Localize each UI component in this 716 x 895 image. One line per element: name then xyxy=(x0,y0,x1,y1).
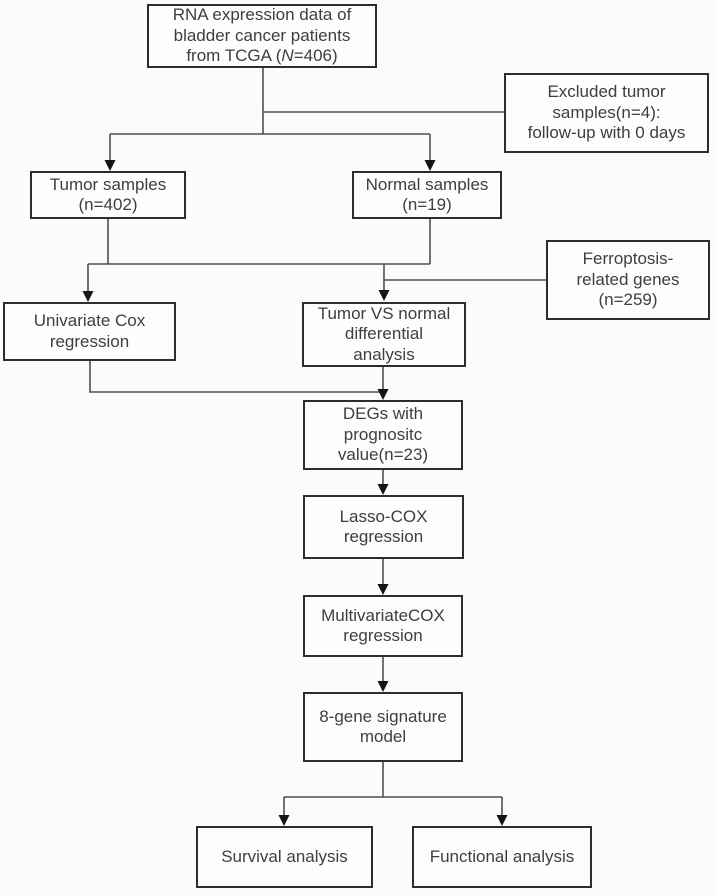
arrowhead-icon xyxy=(378,290,390,301)
node-label: Tumor samples (n=402) xyxy=(49,174,167,214)
arrowhead-icon xyxy=(377,484,389,495)
arrowhead-icon xyxy=(424,160,436,171)
node-tumor-vs-normal: Tumor VS normal differential analysis xyxy=(302,302,466,367)
node-label: Tumor VS normal differential analysis xyxy=(317,303,451,364)
node-label-text: RNA expression data of bladder cancer pa… xyxy=(172,5,352,66)
arrowhead-icon xyxy=(278,815,290,826)
node-label: Excluded tumor samples(n=4): follow-up w… xyxy=(527,82,686,143)
arrowhead-icon xyxy=(377,584,389,595)
arrowhead-icon xyxy=(82,291,94,302)
arrowhead-icon xyxy=(377,389,389,400)
node-gene-signature-model: 8-gene signature model xyxy=(303,692,463,762)
node-normal-samples: Normal samples (n=19) xyxy=(352,171,502,219)
node-lasso-cox: Lasso-COX regression xyxy=(303,495,464,559)
arrowhead-icon xyxy=(496,815,508,826)
node-label: Functional analysis xyxy=(429,846,575,866)
node-ferroptosis-genes: Ferroptosis- related genes (n=259) xyxy=(546,240,710,320)
node-tcga-rna-data: RNA expression data of bladder cancer pa… xyxy=(147,4,377,68)
node-functional-analysis: Functional analysis xyxy=(412,826,592,888)
node-label: Lasso-COX regression xyxy=(339,506,428,546)
node-label: Survival analysis xyxy=(221,846,348,866)
node-label: DEGs with prognositc value(n=23) xyxy=(337,404,429,465)
arrowhead-icon xyxy=(104,160,116,171)
node-label: RNA expression data of bladder cancer pa… xyxy=(173,5,352,66)
node-label: Ferroptosis- related genes (n=259) xyxy=(576,249,680,310)
node-multivariate-cox: MultivariateCOX regression xyxy=(303,595,463,657)
node-label: Normal samples (n=19) xyxy=(365,174,489,214)
node-label-italic-n: N xyxy=(281,46,294,66)
node-label: Univariate Cox regression xyxy=(33,311,146,351)
node-label-text: =406) xyxy=(293,46,338,66)
arrowhead-icon xyxy=(377,681,389,692)
node-tumor-samples: Tumor samples (n=402) xyxy=(30,171,186,219)
node-univariate-cox: Univariate Cox regression xyxy=(3,302,176,361)
node-label: 8-gene signature model xyxy=(319,706,447,746)
node-excluded-samples: Excluded tumor samples(n=4): follow-up w… xyxy=(504,73,709,153)
node-label: MultivariateCOX regression xyxy=(321,605,445,645)
node-degs-prognostic: DEGs with prognositc value(n=23) xyxy=(303,400,463,470)
connector xyxy=(89,361,383,393)
node-survival-analysis: Survival analysis xyxy=(196,826,373,888)
